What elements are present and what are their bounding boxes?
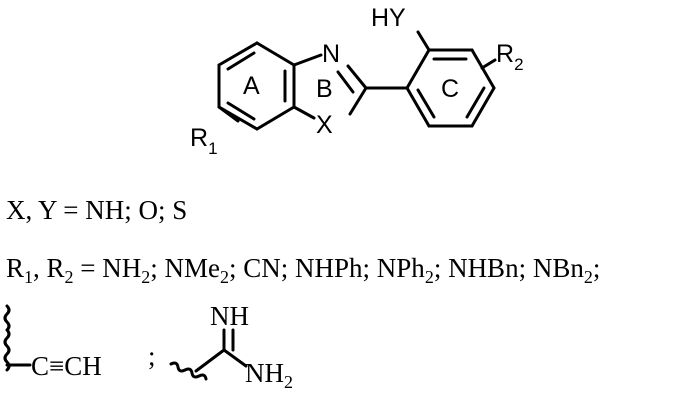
r1-label: R1 bbox=[190, 124, 218, 158]
fragment-separator: ; bbox=[148, 341, 156, 371]
atom-x-label: X bbox=[316, 111, 333, 139]
ring-a-label: A bbox=[243, 72, 260, 100]
atom-hy-label: HY bbox=[371, 4, 406, 32]
phenyl-ring-c-bonds bbox=[405, 30, 497, 128]
atom-n-label: N bbox=[322, 40, 340, 68]
r-definition: R1, R2 = NH2; NMe2; CN; NHPh; NPh2; NHBn… bbox=[6, 253, 600, 287]
ring-c-label: C bbox=[441, 75, 459, 103]
ring-b-label: B bbox=[316, 75, 333, 103]
amidine-nh-label: NH bbox=[210, 301, 249, 331]
alkyne-label: C≡CH bbox=[31, 351, 102, 381]
benzazole-bonds bbox=[217, 41, 409, 131]
amidine-fragment bbox=[169, 328, 248, 381]
r2-label: R2 bbox=[496, 40, 524, 74]
xy-definition: X, Y = NH; O; S bbox=[6, 195, 187, 225]
alkyne-fragment bbox=[3, 304, 32, 372]
amidine-nh2-label: NH2 bbox=[245, 358, 293, 392]
